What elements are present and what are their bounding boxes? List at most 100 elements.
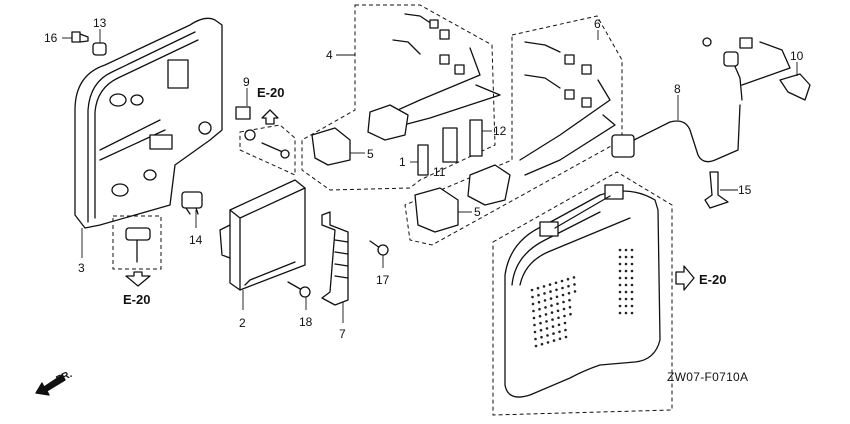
vent-dot xyxy=(630,262,634,266)
clamp-part-10 xyxy=(779,73,811,101)
bolt-part-16 xyxy=(71,31,89,43)
vent-dot xyxy=(546,341,550,344)
vent-dot xyxy=(556,302,559,306)
vent-dot xyxy=(538,314,542,318)
vent-dot xyxy=(561,286,564,290)
clip-part-1 xyxy=(417,144,429,176)
vent-dot xyxy=(538,307,541,311)
callout-3: 3 xyxy=(78,261,85,275)
callout-16: 16 xyxy=(44,31,58,45)
vent-dot xyxy=(618,262,622,266)
vent-dot xyxy=(533,330,537,334)
vent-dot xyxy=(630,311,634,315)
arrow-up-icon xyxy=(261,109,279,125)
callout-11: 11 xyxy=(433,165,446,179)
reference-e20-lower[interactable]: E-20 xyxy=(123,292,150,307)
vent-dot xyxy=(630,283,634,287)
callout-2: 2 xyxy=(239,316,246,330)
vent-dot xyxy=(562,307,566,311)
vent-dot xyxy=(555,288,558,292)
clip-part-12 xyxy=(469,119,483,157)
vent-dot xyxy=(543,299,547,302)
vent-dot xyxy=(539,321,542,325)
nut-part-13 xyxy=(92,42,107,56)
arrow-down-icon xyxy=(125,271,151,287)
control-unit-part-2 xyxy=(219,179,306,291)
vent-dot xyxy=(624,269,628,273)
reference-e20-right[interactable]: E-20 xyxy=(699,272,726,287)
vent-dot xyxy=(630,304,634,308)
vent-dot xyxy=(630,255,634,259)
arrow-right-icon xyxy=(675,265,695,291)
vent-dot xyxy=(624,248,628,252)
vent-dot xyxy=(568,305,572,309)
vent-dot xyxy=(548,283,552,286)
harness-part-8 xyxy=(611,37,791,163)
vent-dot xyxy=(558,337,562,341)
vent-dot xyxy=(552,339,556,342)
vent-dot xyxy=(554,281,558,285)
vent-dot xyxy=(618,269,622,273)
vent-dot xyxy=(533,323,536,327)
reference-e20-upper[interactable]: E-20 xyxy=(257,85,284,100)
vent-dot xyxy=(567,284,570,288)
vent-dot xyxy=(550,304,553,307)
vent-dot xyxy=(530,288,534,292)
vent-dot xyxy=(618,290,622,294)
fastener-part-9 xyxy=(235,106,296,176)
vent-dot xyxy=(558,330,561,334)
vent-dot xyxy=(557,323,561,327)
drawing-code: ZW07-F0710A xyxy=(667,370,748,384)
front-direction-label: FR. xyxy=(55,369,74,386)
vent-dot xyxy=(544,313,548,316)
vent-dot xyxy=(630,276,634,280)
ignition-coil-part-6 xyxy=(404,15,623,246)
clip-part-14 xyxy=(181,191,203,215)
vent-dot xyxy=(557,316,560,320)
vent-dot xyxy=(618,248,622,252)
vent-dot xyxy=(542,285,546,288)
vent-dot xyxy=(564,328,567,332)
vent-dot xyxy=(567,291,571,295)
vent-dot xyxy=(618,283,622,287)
vent-dot xyxy=(563,321,567,325)
vent-dot xyxy=(618,276,622,280)
vent-dot xyxy=(546,334,549,337)
callout-6: 6 xyxy=(594,17,601,31)
vent-dot xyxy=(560,279,564,283)
vent-dot xyxy=(566,277,570,281)
vent-dot xyxy=(564,335,568,339)
vent-dot xyxy=(563,314,566,318)
leader-lines xyxy=(62,29,798,323)
vent-dot xyxy=(562,300,565,304)
callout-17: 17 xyxy=(376,273,390,287)
vent-dot xyxy=(573,290,577,293)
cover-vent-dots xyxy=(530,248,634,348)
ignition-coil-part-4 xyxy=(301,4,501,191)
vent-dot xyxy=(624,255,628,259)
vent-dot xyxy=(573,283,576,286)
vent-dot xyxy=(531,302,535,306)
callout-13: 13 xyxy=(93,16,107,30)
vent-dot xyxy=(618,304,622,308)
vent-dot xyxy=(618,297,622,301)
callout-7: 7 xyxy=(339,327,346,341)
callout-12: 12 xyxy=(493,124,507,138)
callout-8: 8 xyxy=(674,82,681,96)
vent-dot xyxy=(624,262,628,266)
vent-dot xyxy=(630,248,634,252)
control-panel-part-3 xyxy=(74,17,223,229)
vent-dot xyxy=(630,290,634,294)
vent-dot xyxy=(561,293,565,297)
vent-dot xyxy=(552,332,555,335)
vent-dot xyxy=(545,320,548,323)
callout-5-second: 5 xyxy=(474,205,481,219)
callout-10: 10 xyxy=(790,49,804,63)
vent-dot xyxy=(543,292,546,295)
clip-part-11 xyxy=(442,127,458,163)
vent-dot xyxy=(624,283,628,287)
vent-dot xyxy=(544,306,547,309)
bracket-part-7 xyxy=(321,211,349,306)
vent-dot xyxy=(569,312,572,316)
